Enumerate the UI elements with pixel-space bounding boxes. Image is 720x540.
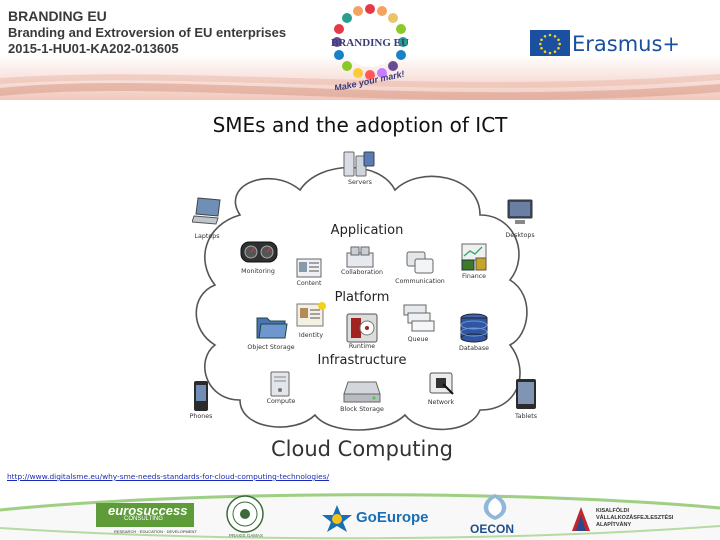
goeurope-label: GoEurope — [356, 509, 429, 526]
queue-label: Queue — [407, 336, 429, 343]
communication-label: Communication — [395, 278, 445, 285]
database-icon — [460, 313, 488, 343]
header-banner — [0, 0, 720, 100]
phones-label: Phones — [189, 413, 213, 420]
block-storage-icon — [343, 381, 381, 403]
identity-label: Identity — [298, 332, 324, 339]
project-title: BRANDING EU — [8, 8, 107, 24]
monitoring-label: Monitoring — [241, 268, 275, 275]
queue-icon — [403, 304, 435, 332]
servers-label: Servers — [348, 179, 372, 186]
goeurope-star-icon — [322, 505, 352, 532]
oecon-logo — [483, 494, 507, 520]
compute-icon — [270, 371, 290, 397]
diagram-title: Cloud Computing — [271, 437, 453, 461]
laptops-label: Laptops — [194, 233, 220, 240]
tablet-icon — [516, 379, 536, 409]
source-link[interactable]: http://www.digitalsme.eu/why-sme-needs-s… — [7, 472, 330, 481]
branding-eu-logo: BRANDING EU Make your mark! — [331, 4, 409, 90]
branding-logo-text: BRANDING EU — [331, 37, 409, 49]
header-swoosh — [0, 0, 720, 100]
communication-icon — [406, 251, 434, 274]
seal-logo — [226, 495, 264, 533]
runtime-icon — [346, 313, 378, 343]
monitoring-icon — [240, 241, 278, 263]
eurosuccess-logo — [96, 503, 194, 527]
block-storage-label: Block Storage — [340, 406, 384, 413]
application-layer-label: Application — [330, 223, 404, 238]
network-icon — [429, 372, 454, 395]
finance-label: Finance — [461, 273, 487, 280]
tablets-label: Tablets — [514, 413, 538, 420]
servers-icon — [343, 151, 375, 177]
kfva-line3: ALAPÍTVÁNY — [596, 522, 632, 528]
content-label: Content — [296, 280, 322, 287]
kfva-logo-icon — [572, 507, 590, 531]
cloud-shape — [195, 166, 528, 431]
project-subtitle: Branding and Extroversion of EU enterpri… — [8, 25, 287, 40]
desktop-icon — [507, 199, 533, 224]
cloud-diagram — [195, 166, 528, 431]
finance-icon — [461, 243, 487, 271]
slide-title: SMEs and the adoption of ICT — [212, 113, 508, 137]
erasmus-logo-label: Erasmus+ — [572, 32, 681, 56]
object-storage-label: Object Storage — [247, 344, 295, 351]
collaboration-label: Collaboration — [341, 269, 383, 276]
compute-label: Compute — [266, 398, 296, 405]
project-code: 2015-1-HU01-KA202-013605 — [8, 41, 179, 56]
seal-text: PRAXIS GAMAS — [229, 533, 264, 538]
infrastructure-layer-label: Infrastructure — [317, 353, 407, 368]
network-label: Network — [427, 399, 455, 406]
platform-layer-label: Platform — [334, 290, 390, 305]
phone-icon — [194, 381, 208, 411]
runtime-label: Runtime — [348, 343, 376, 350]
content-icon — [296, 258, 322, 278]
oecon-label: OECON — [470, 522, 515, 536]
eu-flag-icon — [530, 30, 570, 56]
desktops-label: Desktops — [505, 232, 535, 239]
identity-icon — [296, 302, 326, 327]
object-storage-icon — [256, 317, 288, 339]
collaboration-icon — [346, 246, 374, 268]
kfva-line2: VÁLLALKOZÁSFEJLESZTÉSI — [596, 515, 674, 521]
kfva-line1: KISALFÖLDI — [596, 508, 629, 514]
eurosuccess-sub: CONSULTING — [124, 516, 163, 522]
eurosuccess-name: eurosuccess — [108, 503, 188, 518]
database-label: Database — [458, 345, 490, 352]
eurosuccess-tags: RESEARCH · EDUCATION · DEVELOPMENT — [114, 529, 197, 534]
laptop-icon — [192, 197, 221, 225]
